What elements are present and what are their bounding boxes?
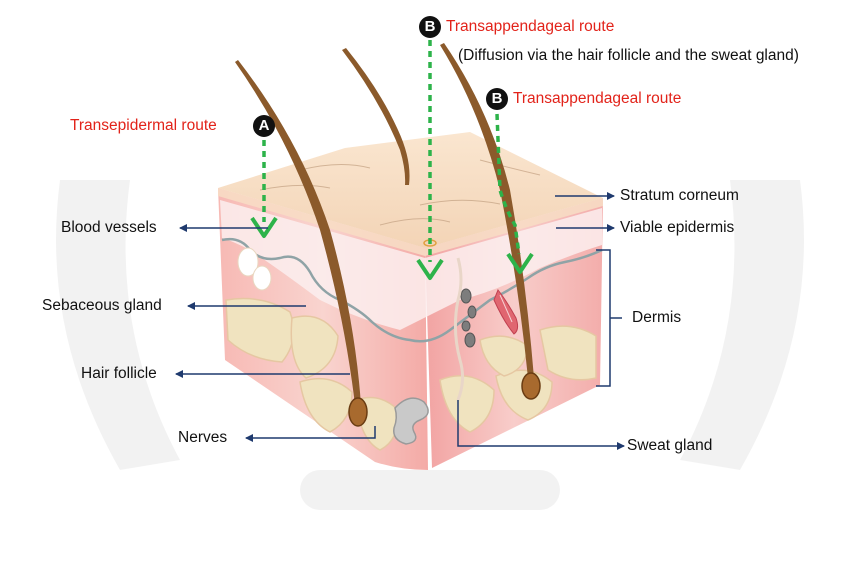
label-dermis: Dermis — [632, 309, 681, 327]
label-sebaceous-gland: Sebaceous gland — [42, 297, 162, 315]
label-viable-epidermis: Viable epidermis — [620, 219, 734, 237]
route-a-label: Transepidermal route — [70, 117, 217, 135]
label-nerves: Nerves — [178, 429, 227, 447]
route-b2-label: Transappendageal route — [513, 90, 681, 108]
hair-bulb-right — [522, 373, 540, 399]
label-blood-vessels: Blood vessels — [61, 219, 157, 237]
label-hair-follicle: Hair follicle — [81, 365, 157, 383]
route-b1-label: Transappendageal route — [446, 18, 614, 36]
route-b1-subtitle: (Diffusion via the hair follicle and the… — [458, 47, 799, 65]
route-a-badge: A — [253, 115, 275, 137]
label-sweat-gland: Sweat gland — [627, 437, 712, 455]
route-b1-badge: B — [419, 16, 441, 38]
route-b2-badge: B — [486, 88, 508, 110]
hair-bulb-left — [349, 398, 367, 426]
label-stratum-corneum: Stratum corneum — [620, 187, 739, 205]
